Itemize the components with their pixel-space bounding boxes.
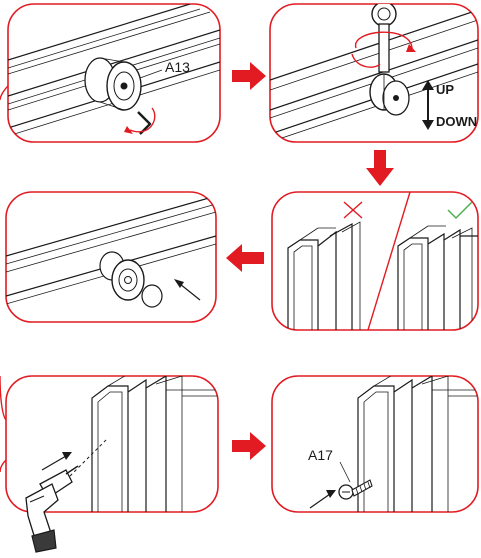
cross-icon (343, 201, 363, 219)
screw-illustration (309, 376, 478, 512)
drilling-illustration (41, 376, 218, 512)
panel-callout-arc (0, 459, 7, 473)
step-2-panel: UP DOWN (269, 3, 479, 143)
drill-icon (25, 465, 79, 553)
down-label: DOWN (436, 114, 477, 129)
panel-callout-arc (0, 375, 7, 421)
misaligned-profile (287, 221, 361, 330)
arrow-down-icon (366, 150, 394, 186)
part-label-a13: A13 (165, 59, 190, 75)
step-6-panel: A17 (271, 375, 479, 513)
profile-alignment-illustration (287, 192, 478, 330)
up-down-arrow-icon (422, 80, 434, 130)
step-5-panel (5, 375, 219, 553)
arrow-right-icon (232, 62, 266, 90)
arrow-right-icon (232, 432, 266, 460)
check-icon (447, 201, 473, 220)
part-label-a17: A17 (308, 447, 333, 463)
roller-cap-illustration (6, 195, 216, 308)
panel-callout-arc (0, 85, 9, 101)
step-1-panel: A13 (7, 3, 221, 143)
aligned-profile (397, 225, 478, 330)
roller-track-illustration (8, 4, 220, 137)
arrow-left-icon (226, 244, 264, 272)
up-label: UP (436, 82, 454, 97)
step-3-panel (271, 191, 479, 331)
step-4-panel (5, 191, 217, 323)
height-adjust-illustration (270, 4, 478, 142)
